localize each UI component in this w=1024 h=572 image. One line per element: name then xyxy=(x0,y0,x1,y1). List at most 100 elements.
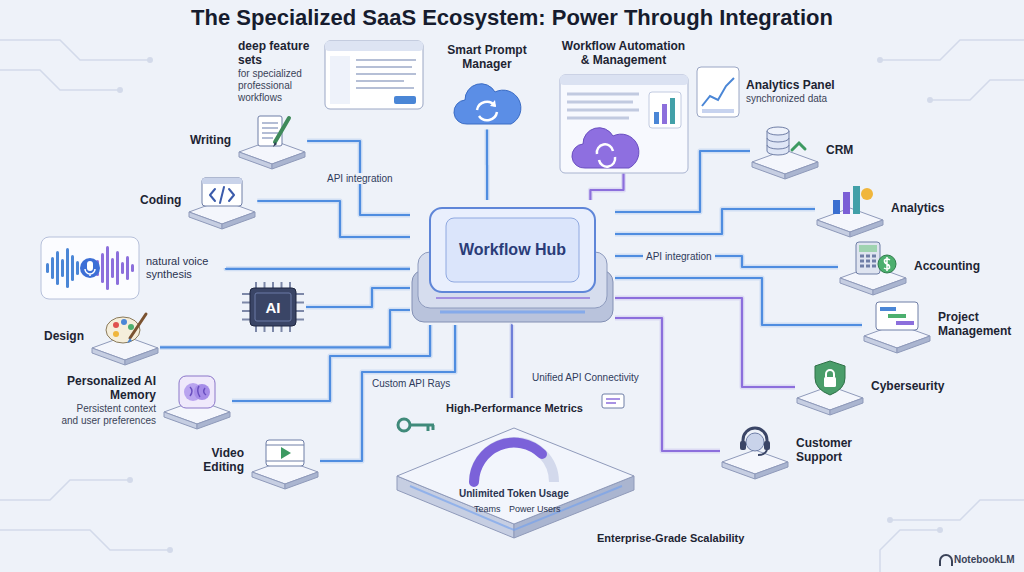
platform-side xyxy=(840,278,873,295)
icon-part xyxy=(325,41,423,51)
connector-line xyxy=(257,201,410,237)
icon-part xyxy=(474,443,542,482)
circuit-trace xyxy=(0,40,150,60)
icon-part xyxy=(888,314,906,318)
circuit-dot xyxy=(117,87,123,93)
feature-panel-node: deep feature setsfor specialized profess… xyxy=(238,40,424,110)
feature-panel-graphic xyxy=(324,40,424,110)
icon-part xyxy=(859,245,877,252)
platform-side xyxy=(272,152,305,169)
icon-part xyxy=(567,94,639,118)
node-caption: Unlimited Token Usage xyxy=(459,488,569,499)
connector-glow xyxy=(485,130,490,200)
platform-side xyxy=(785,162,818,179)
node-label: High-Performance Metrics xyxy=(446,402,583,414)
icon-part xyxy=(767,127,789,135)
app-node: Accounting xyxy=(838,238,980,296)
wave-bar xyxy=(66,248,69,288)
connector-line xyxy=(306,288,410,307)
platform-side xyxy=(752,162,785,179)
circuit-traces xyxy=(0,40,1024,572)
node-label: Customer Support xyxy=(796,437,868,465)
node-caption: Enterprise-Grade Scalability xyxy=(597,532,744,544)
connector-line xyxy=(511,325,514,398)
chip-body xyxy=(250,288,296,326)
icon-part xyxy=(266,445,304,461)
voice-node: natural voice synthesis xyxy=(40,236,226,300)
platform-side xyxy=(197,412,230,429)
wave-bar xyxy=(46,263,49,273)
circuit-dot xyxy=(887,517,893,523)
app-platform-icon xyxy=(815,180,885,238)
connector-glow xyxy=(226,266,410,272)
circuit-trace xyxy=(930,80,1024,100)
text-group: Design xyxy=(44,330,84,344)
node-label: natural voice synthesis xyxy=(146,255,226,281)
wave-bar xyxy=(56,251,59,285)
key-icon xyxy=(398,419,434,431)
icon-part xyxy=(670,98,675,124)
app-node: Coding xyxy=(140,172,257,230)
icon-part xyxy=(127,338,132,343)
connector-line xyxy=(590,174,623,200)
connector-line xyxy=(615,298,795,387)
app-platform-icon xyxy=(162,372,232,430)
icon-part xyxy=(113,331,119,337)
app-node: Design xyxy=(44,308,160,366)
text-group: Analytics xyxy=(891,202,944,216)
connector-glow xyxy=(615,318,720,451)
platform-side xyxy=(864,336,897,353)
icon-part xyxy=(128,324,134,330)
icon-part xyxy=(826,370,834,377)
wave-bar xyxy=(116,251,119,285)
api-box xyxy=(602,394,624,408)
free-label: Unified API Connectivity xyxy=(532,372,639,383)
icon-part xyxy=(454,83,521,123)
node-label: Smart Prompt Manager xyxy=(428,44,546,72)
app-node: CRM xyxy=(750,122,853,180)
icon-part xyxy=(878,255,896,273)
icon-part xyxy=(113,322,119,328)
platform-side xyxy=(164,412,197,429)
icon-part xyxy=(746,433,764,451)
platform-side xyxy=(817,220,850,237)
circuit-dot xyxy=(927,97,933,103)
node-label: deep feature sets xyxy=(238,40,318,68)
icon-part xyxy=(697,67,739,117)
circuit-trace xyxy=(880,40,1024,60)
text-group: natural voice synthesis xyxy=(146,255,226,281)
platform-side xyxy=(850,220,883,237)
icon-part xyxy=(194,384,210,400)
app-node: Cyberseurity xyxy=(795,358,944,416)
text-group: Customer Support xyxy=(796,437,868,465)
diagram-title: The Specialized SaaS Ecosystem: Power Th… xyxy=(0,5,1024,31)
icon-part xyxy=(262,123,278,138)
node-caption: synchronized data xyxy=(746,93,835,105)
platform-side xyxy=(239,152,272,169)
node-label: Analytics xyxy=(891,202,944,216)
chip-pins xyxy=(242,282,304,332)
voice-wave-graphic xyxy=(40,236,140,300)
analytics-panel-graphic xyxy=(696,66,740,118)
wave-bar xyxy=(121,262,124,274)
circuit-trace xyxy=(0,530,170,550)
wave-bar xyxy=(76,261,79,275)
node-label: Workflow Hub xyxy=(459,241,566,259)
wave-bar xyxy=(131,264,134,272)
node-caption: for specialized professional workflows xyxy=(238,68,318,104)
app-node: Project Management xyxy=(862,296,1018,354)
icon-part xyxy=(436,297,590,299)
text-group: Accounting xyxy=(914,260,980,274)
text-group: deep feature setsfor specialized profess… xyxy=(238,40,318,104)
platform-side xyxy=(797,398,830,415)
mic-badge xyxy=(80,258,100,278)
icon-part xyxy=(853,186,860,214)
platform-side xyxy=(897,336,930,353)
icon-part xyxy=(202,178,242,206)
edge-label: API integration xyxy=(324,173,396,184)
icon-part xyxy=(430,208,595,292)
text-group: CRM xyxy=(826,144,853,158)
text-group: Video Editing xyxy=(196,447,244,475)
node-label: Coding xyxy=(140,194,181,208)
